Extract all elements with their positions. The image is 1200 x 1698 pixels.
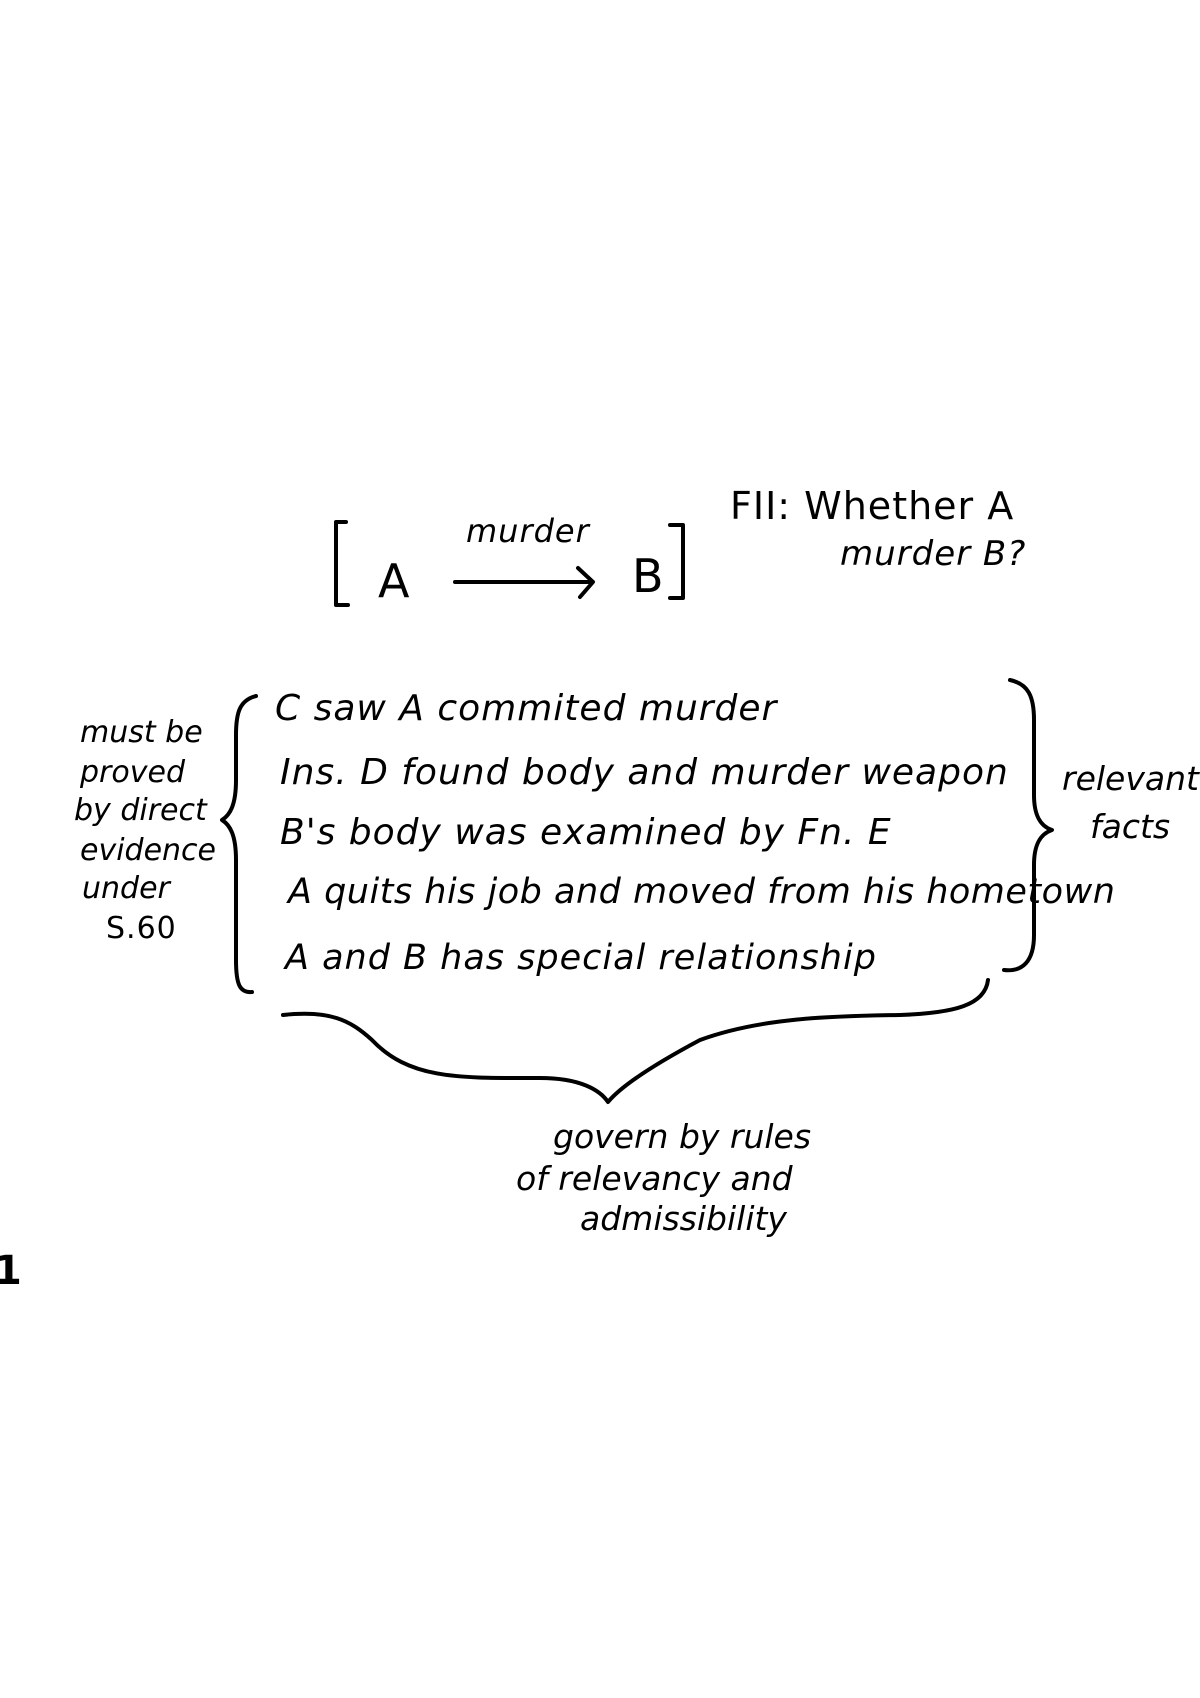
- right-note-line: facts: [1090, 807, 1171, 846]
- left-square-bracket: [334, 520, 350, 607]
- fact-item: A and B has special relationship: [285, 938, 877, 978]
- bottom-note-line: admissibility: [580, 1199, 787, 1238]
- entity-a-label: A: [378, 554, 411, 608]
- left-note-line: evidence: [80, 833, 217, 868]
- fii-question-line-2: murder B?: [840, 534, 1027, 574]
- fact-item: A quits his job and moved from his homet…: [288, 872, 1116, 912]
- left-note-line: must be: [80, 715, 203, 750]
- left-note-line: proved: [80, 755, 185, 790]
- bottom-note-line: of relevancy and: [516, 1159, 793, 1198]
- page-number-mark: 1: [0, 1248, 23, 1294]
- left-note-line: under: [82, 871, 170, 906]
- bottom-curly-brace: [281, 978, 990, 1104]
- entity-b-label: B: [632, 549, 665, 603]
- left-note-line: S.60: [106, 911, 177, 946]
- fact-item: C saw A commited murder: [275, 688, 778, 729]
- bottom-note-line: govern by rules: [553, 1117, 812, 1156]
- right-curly-brace: [1002, 678, 1054, 973]
- right-square-bracket: [668, 523, 685, 600]
- arrow-label-murder: murder: [466, 512, 590, 550]
- left-curly-brace: [220, 694, 258, 995]
- murder-arrow-head: [576, 566, 595, 599]
- fact-item: Ins. D found body and murder weapon: [280, 752, 1009, 793]
- left-note-line: by direct: [74, 793, 207, 828]
- fii-question-line-1: FII: Whether A: [730, 484, 1015, 528]
- right-note-line: relevant: [1062, 759, 1199, 798]
- fact-item: B's body was examined by Fn. E: [280, 812, 892, 853]
